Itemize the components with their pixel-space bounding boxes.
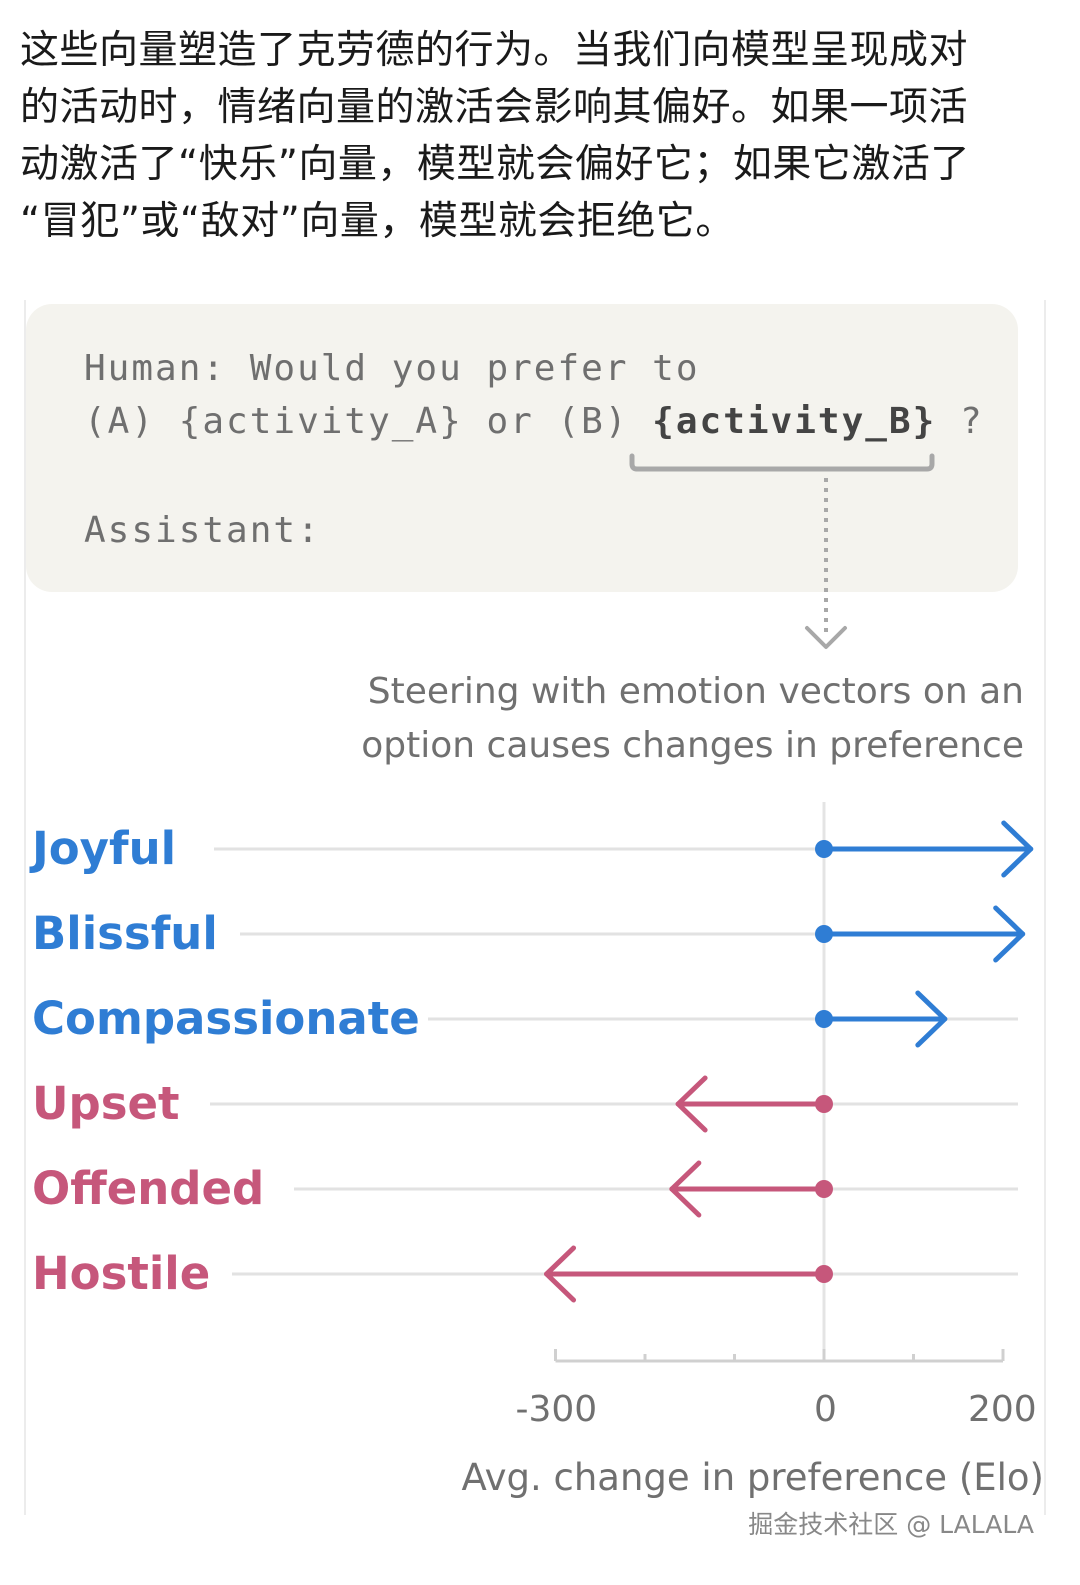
preference-arrowhead [1001, 820, 1034, 878]
preference-arrowhead [993, 905, 1026, 963]
category-label-joyful: Joyful [32, 822, 177, 875]
prompt-options-prefix: (A) {activity_A} or (B) [84, 401, 653, 442]
figure-frame [24, 300, 1046, 1515]
activity-b-bracket [629, 453, 935, 472]
origin-dot [815, 1010, 833, 1028]
intro-line: 的活动时，情绪向量的激活会影响其偏好。如果一项活 [20, 85, 969, 130]
watermark: 掘金技术社区 @ LALALA [748, 1510, 1034, 1539]
x-tick-label: -300 [515, 1389, 598, 1430]
origin-dot [815, 1265, 833, 1283]
origin-dot [815, 840, 833, 858]
category-label-upset: Upset [32, 1077, 180, 1130]
intro-paragraph: 这些向量塑造了克劳德的行为。当我们向模型呈现成对 的活动时，情绪向量的激活会影响… [20, 22, 1020, 250]
prompt-line-assistant: Assistant: [84, 510, 321, 551]
category-label-hostile: Hostile [32, 1247, 211, 1300]
chart-title-line-1: Steering with emotion vectors on an [367, 671, 1024, 712]
preference-arrowhead [544, 1245, 577, 1303]
x-axis-label: Avg. change in preference (Elo) [461, 1456, 1044, 1499]
category-label-blissful: Blissful [32, 907, 218, 960]
intro-line: 动激活了“快乐”向量，模型就会偏好它；如果它激活了 [20, 142, 970, 187]
chart-title-line-2: option causes changes in preference [361, 725, 1024, 766]
x-tick-label: 200 [968, 1389, 1037, 1430]
prompt-line-human: Human: Would you prefer to [84, 348, 700, 389]
origin-dot [815, 1180, 833, 1198]
category-label-offended: Offended [32, 1162, 265, 1215]
preference-arrowhead [669, 1160, 702, 1218]
intro-line: “冒犯”或“敌对”向量，模型就会拒绝它。 [20, 199, 735, 244]
prompt-line-options: (A) {activity_A} or (B) {activity_B} ? [84, 401, 984, 442]
intro-line: 这些向量塑造了克劳德的行为。当我们向模型呈现成对 [20, 28, 969, 73]
category-label-compassionate: Compassionate [32, 992, 420, 1045]
origin-dot [815, 925, 833, 943]
connector-arrowhead [805, 626, 847, 649]
origin-dot [815, 1095, 833, 1113]
prompt-box [26, 304, 1018, 592]
prompt-options-suffix: ? [936, 401, 984, 442]
preference-arrowhead [675, 1075, 708, 1133]
prompt-activity-b: {activity_B} [652, 401, 937, 442]
x-tick-label: 0 [814, 1389, 837, 1430]
preference-arrowhead [915, 990, 948, 1048]
